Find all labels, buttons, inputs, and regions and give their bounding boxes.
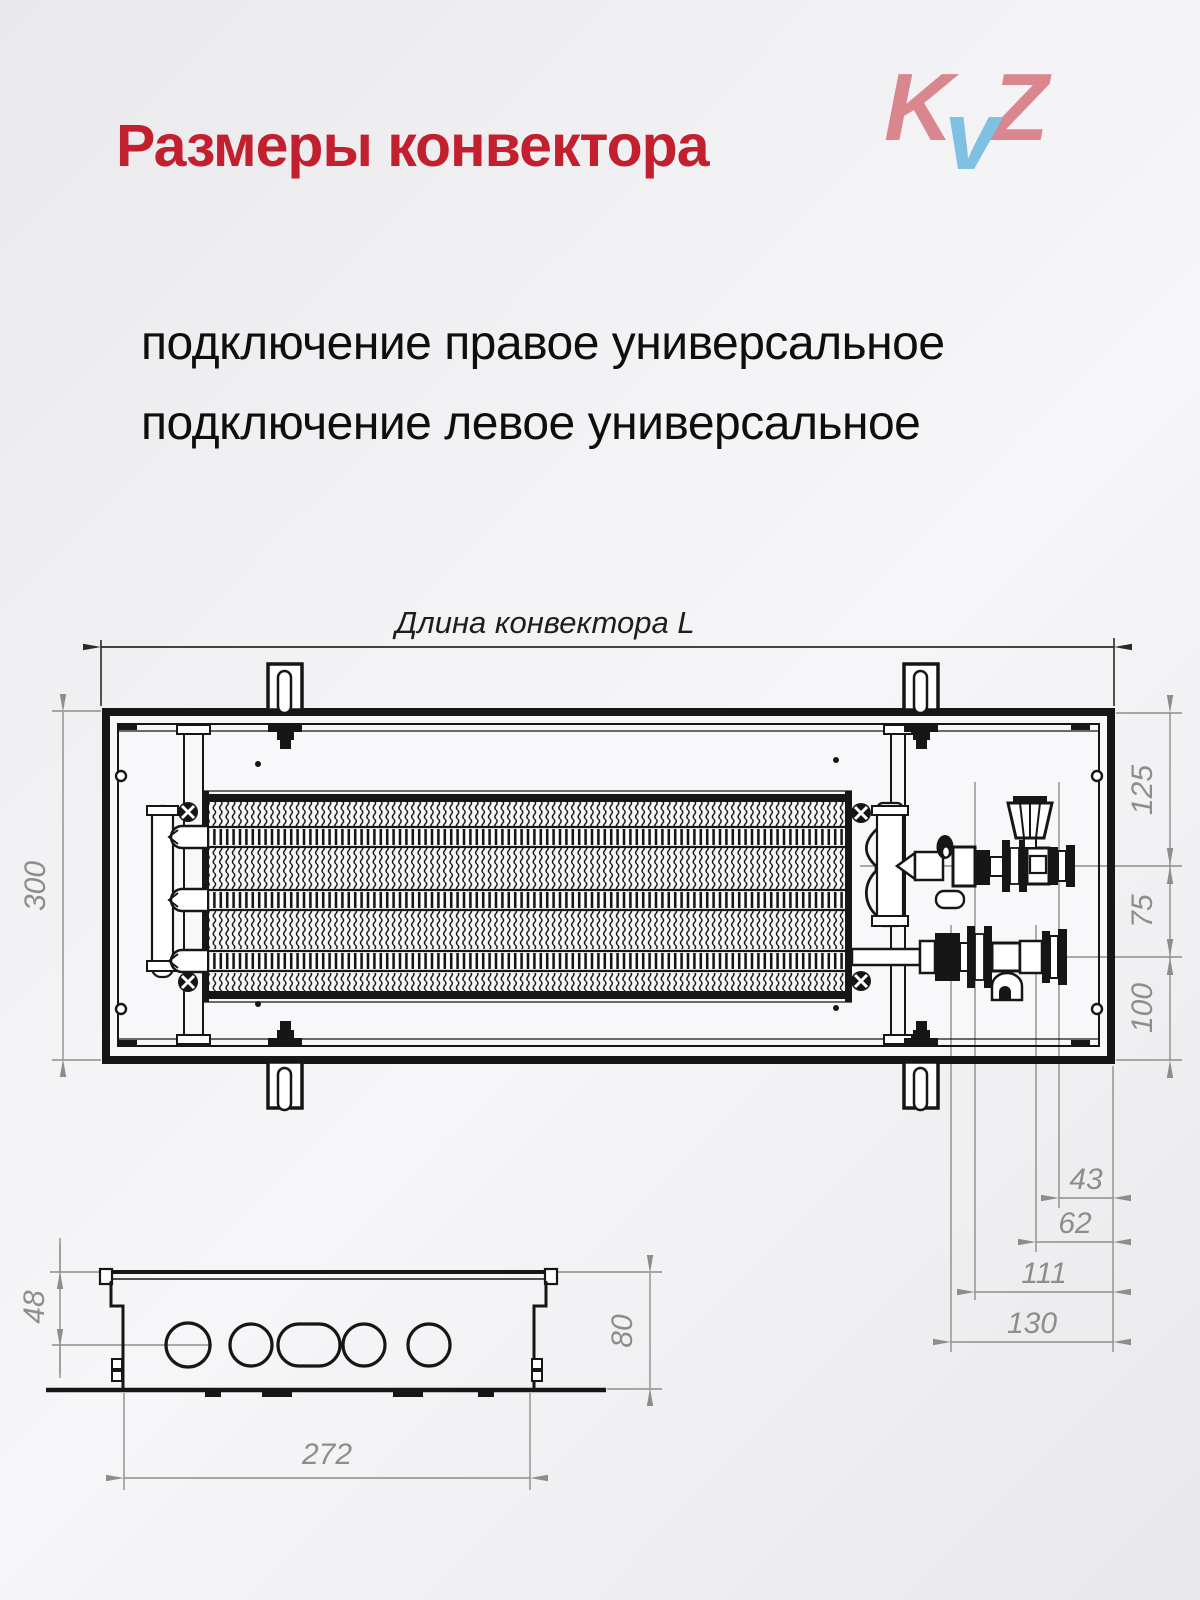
dim-300: 300 (19, 861, 52, 911)
dim-height-300: 300 (19, 694, 67, 1077)
pipe-knockout (164, 1321, 212, 1369)
dim-right-chain: 125 75 100 (1126, 695, 1174, 1078)
valve-bottom (850, 926, 1067, 1002)
plan-view (52, 662, 1182, 1352)
dim-272: 272 (301, 1438, 352, 1471)
subtitle-connection-right: подключение правое универсальное (141, 317, 945, 370)
dim-100: 100 (1126, 983, 1159, 1033)
screw-hole (114, 769, 128, 783)
screw-hole (1090, 1002, 1104, 1016)
phillips-screw (851, 803, 871, 823)
dim-bottom-chain: 43 62 111 130 (933, 1163, 1131, 1346)
valve-top (894, 796, 1075, 892)
pipe-knockout-oblong (276, 1322, 342, 1368)
dim-80: 80 (606, 1314, 639, 1348)
casing-inner-frame (117, 723, 1100, 1047)
fitting-oval (934, 889, 966, 910)
drain-cap (990, 971, 1024, 1002)
casing-profile (46, 1267, 606, 1397)
return-manifold (146, 804, 207, 979)
heat-exchanger (178, 790, 871, 1003)
dim-62: 62 (1058, 1207, 1092, 1240)
screw-hole (114, 1002, 128, 1016)
logo-letter-z: Z (989, 54, 1049, 161)
phillips-screw (178, 972, 198, 992)
side-view: 48 80 272 (18, 1238, 662, 1490)
dim-130: 130 (1007, 1307, 1057, 1340)
logo-letter-k: K (884, 54, 954, 161)
mounting-tabs (266, 662, 940, 1112)
page-title: Размеры конвектора (116, 113, 710, 179)
phillips-screw (178, 802, 198, 822)
pipe-knockout (228, 1322, 274, 1368)
dim-length: Длина конвектора L (83, 605, 1132, 706)
casing-outer-frame (102, 708, 1115, 1064)
dim-111: 111 (1021, 1257, 1067, 1290)
dim-48: 48 (18, 1290, 51, 1324)
dim-75: 75 (1126, 894, 1159, 928)
pipe-knockout (406, 1322, 452, 1368)
pipe-knockout (341, 1322, 387, 1368)
dim-43: 43 (1069, 1163, 1103, 1196)
subtitle-connection-left: подключение левое универсальное (141, 397, 921, 450)
dim-125: 125 (1126, 765, 1159, 815)
screw-hole (1090, 769, 1104, 783)
phillips-screw (851, 971, 871, 991)
retainer-bar (864, 801, 966, 928)
logo-letter-v: v (944, 80, 999, 190)
dim-length-label: Длина конвектора L (392, 605, 694, 640)
thermostatic-head (1006, 796, 1054, 849)
brand-logo: K v Z (884, 54, 1049, 185)
